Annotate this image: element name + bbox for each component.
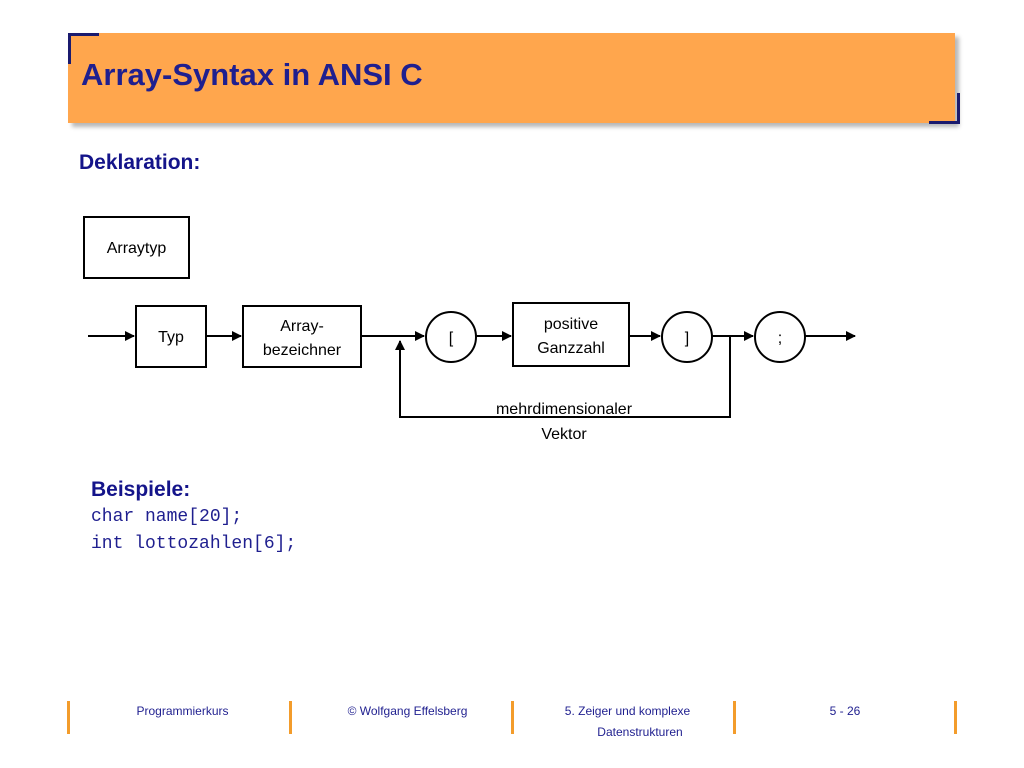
arraytyp-box: [83, 216, 190, 279]
slide-title: Array-Syntax in ANSI C: [81, 57, 423, 92]
footer-divider-4: [733, 701, 736, 734]
example-line-1: char name[20];: [91, 507, 243, 527]
semicolon-label: ;: [778, 330, 782, 347]
bezeichner-label-line1: Array-: [280, 318, 324, 335]
open-bracket-label: [: [449, 330, 454, 347]
title-bar: [68, 33, 955, 123]
examples-heading: Beispiele:: [91, 478, 191, 501]
footer-divider-5: [954, 701, 957, 734]
ganzzahl-label-line2: Ganzzahl: [537, 340, 605, 357]
footer-course: Programmierkurs: [136, 704, 229, 718]
footer-page-number: 5 - 26: [829, 704, 861, 718]
declaration-heading: Deklaration:: [79, 151, 201, 174]
title-corner-bottom-right: [929, 93, 960, 124]
loop-label-line2: Vektor: [541, 426, 587, 443]
arraytyp-label: Arraytyp: [107, 240, 167, 257]
multidimensional-loop-arrow: [395, 336, 731, 418]
ganzzahl-label-line1: positive: [544, 316, 598, 333]
footer-chapter-line2: Datenstrukturen: [597, 725, 683, 739]
title-corner-top-left: [68, 33, 99, 64]
close-bracket-label: ]: [685, 330, 689, 347]
footer-divider-3: [511, 701, 514, 734]
example-line-2: int lottozahlen[6];: [91, 534, 297, 554]
loop-label-line1: mehrdimensionaler: [496, 401, 633, 418]
typ-label: Typ: [158, 329, 184, 346]
footer-chapter-line1: 5. Zeiger und komplexe: [564, 704, 691, 718]
footer-author: © Wolfgang Effelsberg: [347, 704, 468, 718]
ganzzahl-box: [512, 302, 630, 367]
typ-box: [135, 305, 207, 368]
bezeichner-label-line2: bezeichner: [263, 342, 342, 359]
footer-divider-2: [289, 701, 292, 734]
footer-divider-1: [67, 701, 70, 734]
